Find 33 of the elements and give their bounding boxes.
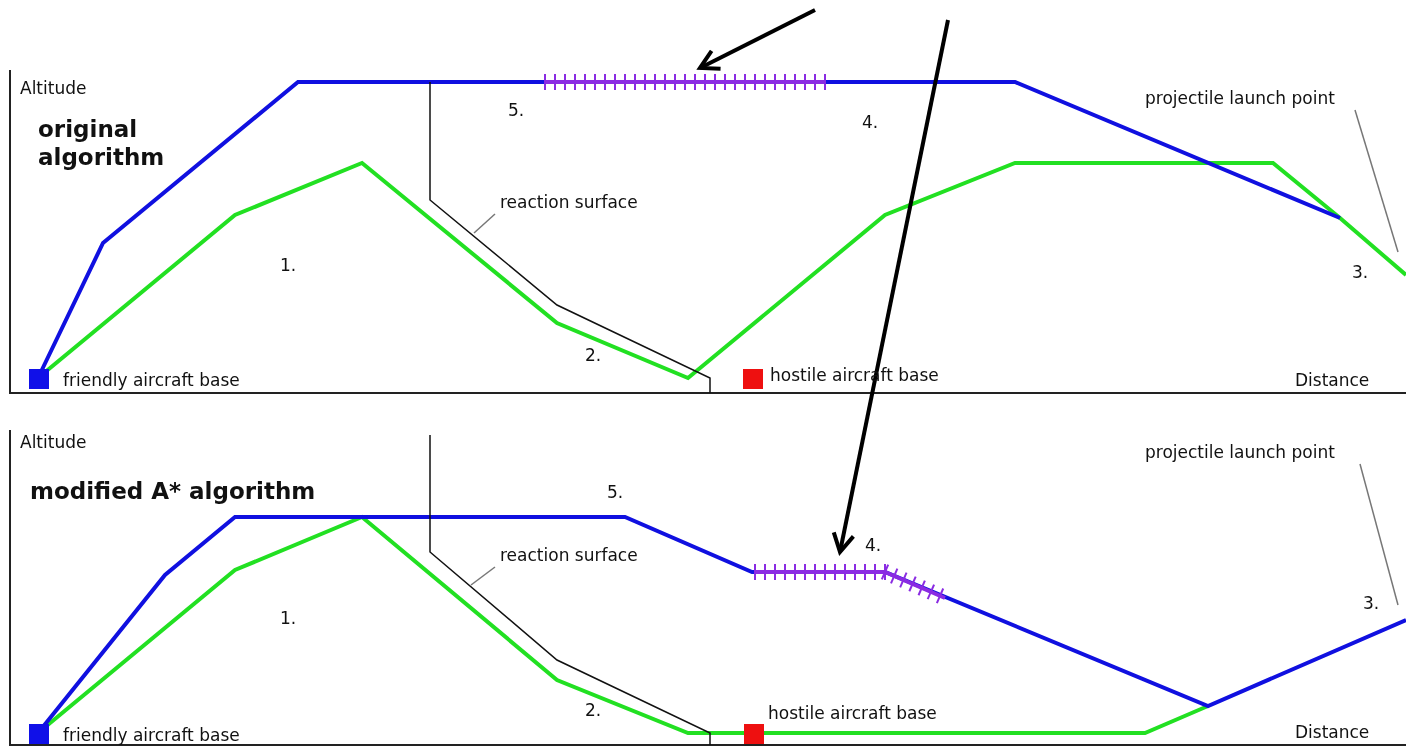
- point-number: 3.: [1363, 593, 1380, 614]
- annotation-text: projectile launch point: [1145, 442, 1335, 463]
- reaction-surface-line: [429, 434, 711, 746]
- axis-label: Altitude: [20, 78, 87, 99]
- hatched-path-segment: [544, 73, 826, 91]
- axis-label: Distance: [1295, 370, 1370, 391]
- point-number: 4.: [862, 112, 879, 133]
- point-number: 2.: [585, 345, 602, 366]
- annotation-text: reaction surface: [500, 545, 638, 566]
- point-number: 3.: [1352, 262, 1369, 283]
- panel-title: modified A* algorithm: [30, 478, 317, 506]
- axis-label: Distance: [1295, 722, 1370, 743]
- base-label: hostile aircraft base: [768, 703, 937, 724]
- point-number: 4.: [865, 535, 882, 556]
- arrow: [831, 19, 950, 554]
- panel-title: original algorithm: [38, 116, 166, 172]
- leader-line: [473, 213, 496, 234]
- annotation-text: reaction surface: [500, 192, 638, 213]
- base-label: friendly aircraft base: [63, 370, 240, 391]
- point-number: 1.: [280, 255, 297, 276]
- leader-line: [1354, 109, 1399, 253]
- arrow: [698, 8, 816, 71]
- point-number: 1.: [280, 608, 297, 629]
- leader-line: [470, 566, 496, 586]
- axis-label: Altitude: [20, 432, 87, 453]
- hatched-path-segment: [754, 563, 946, 605]
- base-label: friendly aircraft base: [63, 725, 240, 746]
- annotation-text: projectile launch point: [1145, 88, 1335, 109]
- reaction-surface-line: [429, 81, 711, 394]
- leader-line: [1359, 463, 1399, 606]
- point-number: 5.: [508, 100, 525, 121]
- point-number: 2.: [585, 700, 602, 721]
- point-number: 5.: [607, 482, 624, 503]
